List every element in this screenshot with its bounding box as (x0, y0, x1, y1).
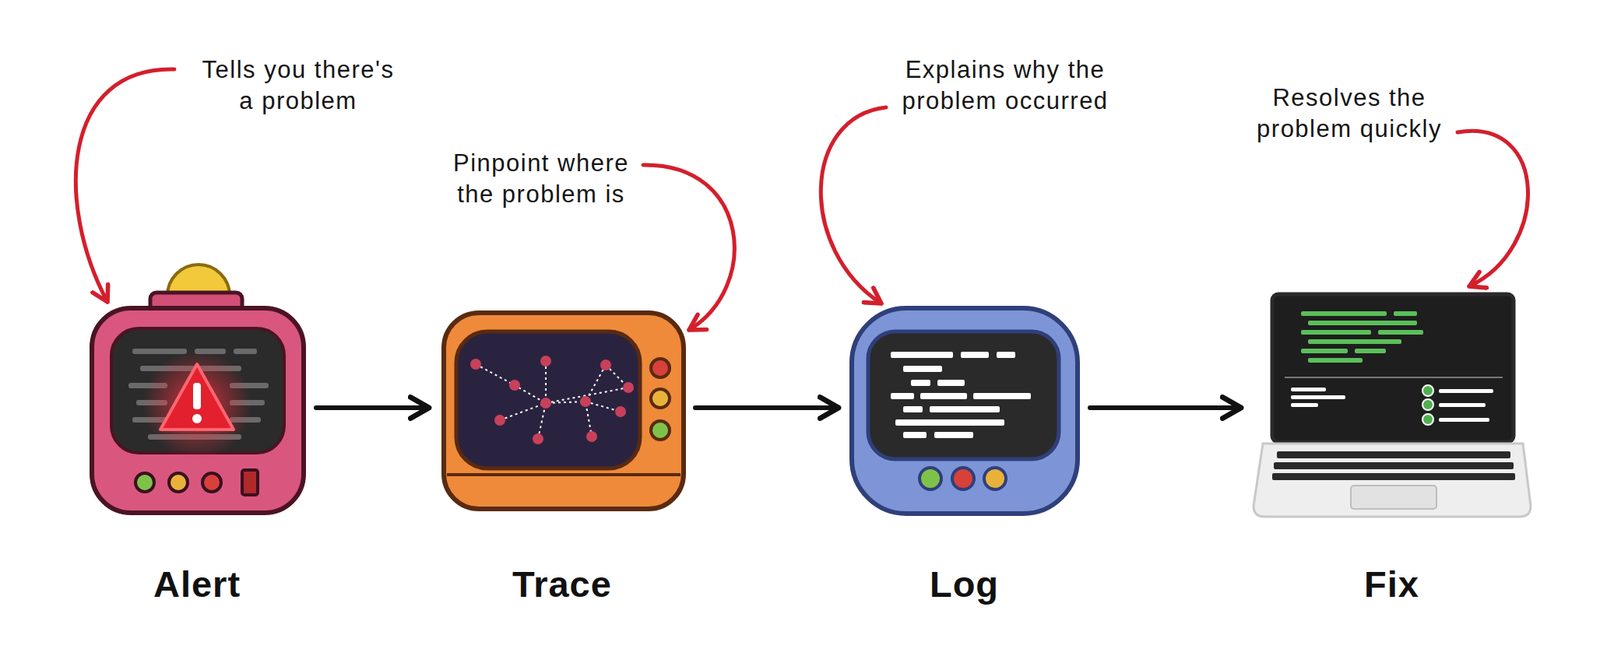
device-node: Trace (440, 267, 684, 608)
log-device (851, 308, 1078, 514)
node-title: Log (924, 562, 1004, 608)
callout-note: Explains why the problem occurred (894, 54, 1117, 117)
node-title: Trace (507, 562, 617, 608)
alert-device (91, 264, 304, 514)
callout-note: Pinpoint where the problem is (443, 147, 639, 211)
node-title: Alert (148, 562, 246, 608)
callout-note: Tells you there's a problem (195, 54, 402, 117)
trace-device (443, 312, 684, 510)
flow-arrow (316, 405, 430, 411)
callout-note: Resolves the problem quickly (1250, 82, 1449, 145)
flow-arrow (695, 405, 839, 411)
device-node: Log (850, 267, 1079, 608)
device-node: Alert (89, 267, 305, 608)
node-title: Fix (1359, 562, 1425, 608)
flow-arrow (1090, 405, 1242, 411)
device-node: Fix (1252, 267, 1531, 608)
laptop (1253, 294, 1531, 517)
